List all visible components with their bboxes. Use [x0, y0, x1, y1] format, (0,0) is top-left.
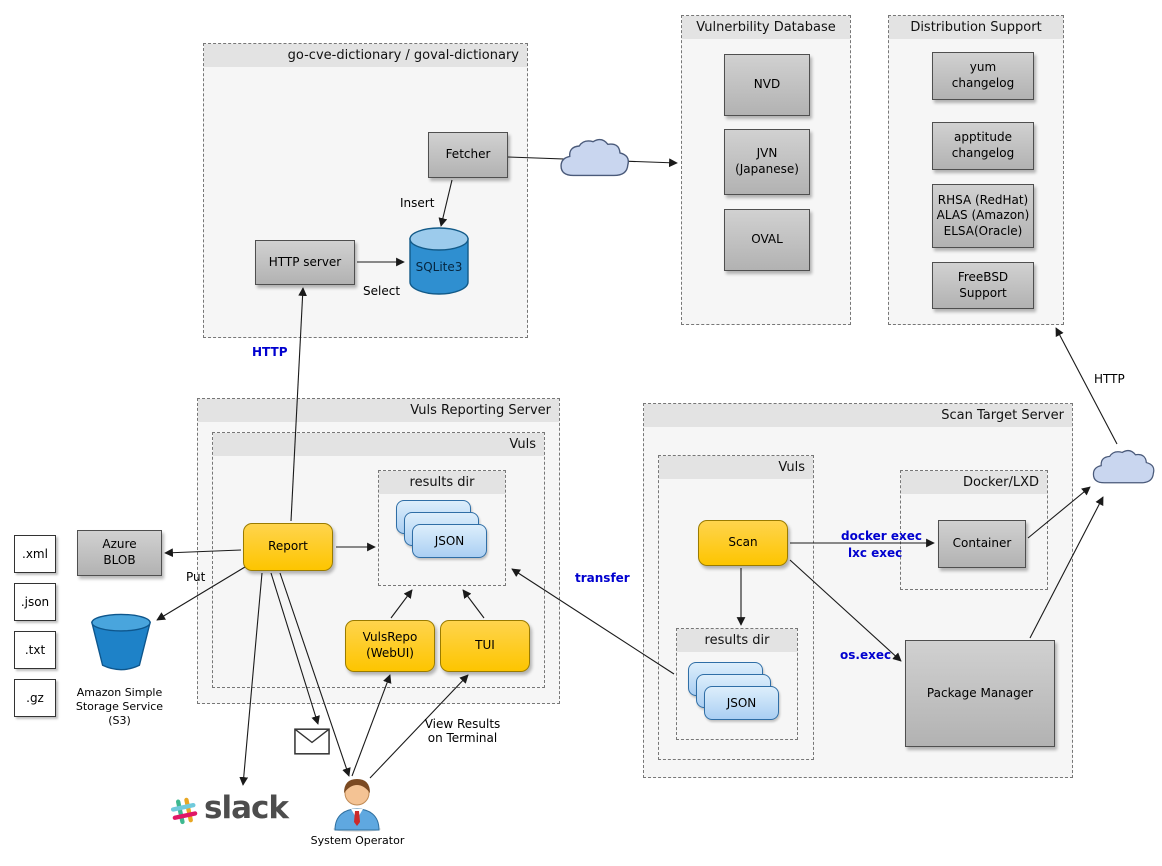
internet-cloud-top [555, 134, 633, 188]
s3-bucket-icon [88, 612, 154, 678]
container-title-go-cve-dictionary: go-cve-dictionary / goval-dictionary [204, 44, 527, 67]
label-http-reporting: HTTP [252, 345, 288, 359]
bucket-icon [90, 613, 152, 671]
label-docker-exec: docker exec [841, 529, 922, 543]
internet-cloud-right [1088, 444, 1158, 496]
node-jvn: JVN (Japanese) [724, 129, 810, 195]
node-freebsd-support: FreeBSD Support [932, 262, 1034, 309]
container-title-scan-vuls: Vuls [659, 456, 813, 479]
node-http-server: HTTP server [255, 240, 355, 285]
node-vulsrepo: VulsRepo (WebUI) [345, 620, 435, 672]
container-title-results-dir-reporting: results dir [379, 471, 505, 494]
node-report: Report [243, 523, 333, 571]
system-operator-avatar [324, 774, 390, 836]
container-title-results-dir-scan: results dir [677, 629, 797, 652]
email-envelope-icon [294, 728, 330, 759]
file-format-gz: .gz [14, 679, 56, 717]
node-azure-blob: Azure BLOB [77, 530, 162, 576]
cloud-icon [560, 138, 629, 177]
container-title-vuls-reporting-server: Vuls Reporting Server [198, 399, 559, 422]
label-transfer: transfer [575, 571, 630, 585]
container-title-reporting-vuls: Vuls [213, 433, 544, 456]
container-title-docker-lxd: Docker/LXD [901, 471, 1047, 494]
container-go-cve-dictionary: go-cve-dictionary / goval-dictionary [203, 43, 528, 338]
label-insert: Insert [400, 196, 435, 210]
label-view-results: View Results on Terminal [424, 717, 501, 745]
node-nvd: NVD [724, 54, 810, 116]
sqlite3-database: SQLite3 [408, 226, 470, 296]
label-os-exec: os.exec [840, 648, 892, 662]
cloud-icon [1092, 449, 1155, 484]
file-format-json: .json [14, 583, 56, 621]
json-file-front: JSON [704, 686, 779, 720]
label-put: Put [186, 570, 206, 584]
node-scan: Scan [698, 520, 788, 566]
person-icon [333, 779, 381, 832]
container-title-scan-target-server: Scan Target Server [644, 404, 1072, 427]
slack-wordmark: slack [204, 790, 289, 826]
file-format-xml: .xml [14, 535, 56, 573]
sqlite3-label: SQLite3 [415, 260, 463, 274]
node-fetcher: Fetcher [428, 132, 508, 178]
container-title-distribution-support: Distribution Support [889, 16, 1063, 39]
file-format-txt: .txt [14, 631, 56, 669]
node-oval: OVAL [724, 209, 810, 271]
slack-hash-icon [168, 795, 200, 831]
label-select: Select [363, 284, 401, 298]
database-cylinder-icon [409, 227, 469, 295]
s3-caption: Amazon Simple Storage Service (S3) [75, 686, 164, 727]
label-lxc-exec: lxc exec [848, 546, 903, 560]
json-file-front: JSON [412, 524, 487, 558]
slack-logo-icon [170, 797, 198, 825]
node-package-manager: Package Manager [905, 640, 1055, 747]
envelope-icon [294, 728, 330, 755]
system-operator-label: System Operator [310, 834, 405, 847]
node-yum-changelog: yum changelog [932, 52, 1034, 100]
container-title-vulnerability-database: Vulnerbility Database [682, 16, 850, 39]
label-http-distribution: HTTP [1094, 372, 1125, 386]
node-container: Container [938, 520, 1026, 568]
node-rhsa-alas-elsa: RHSA (RedHat) ALAS (Amazon) ELSA(Oracle) [932, 184, 1034, 248]
node-apptitude-changelog: apptitude changelog [932, 122, 1034, 170]
node-tui: TUI [440, 620, 530, 672]
